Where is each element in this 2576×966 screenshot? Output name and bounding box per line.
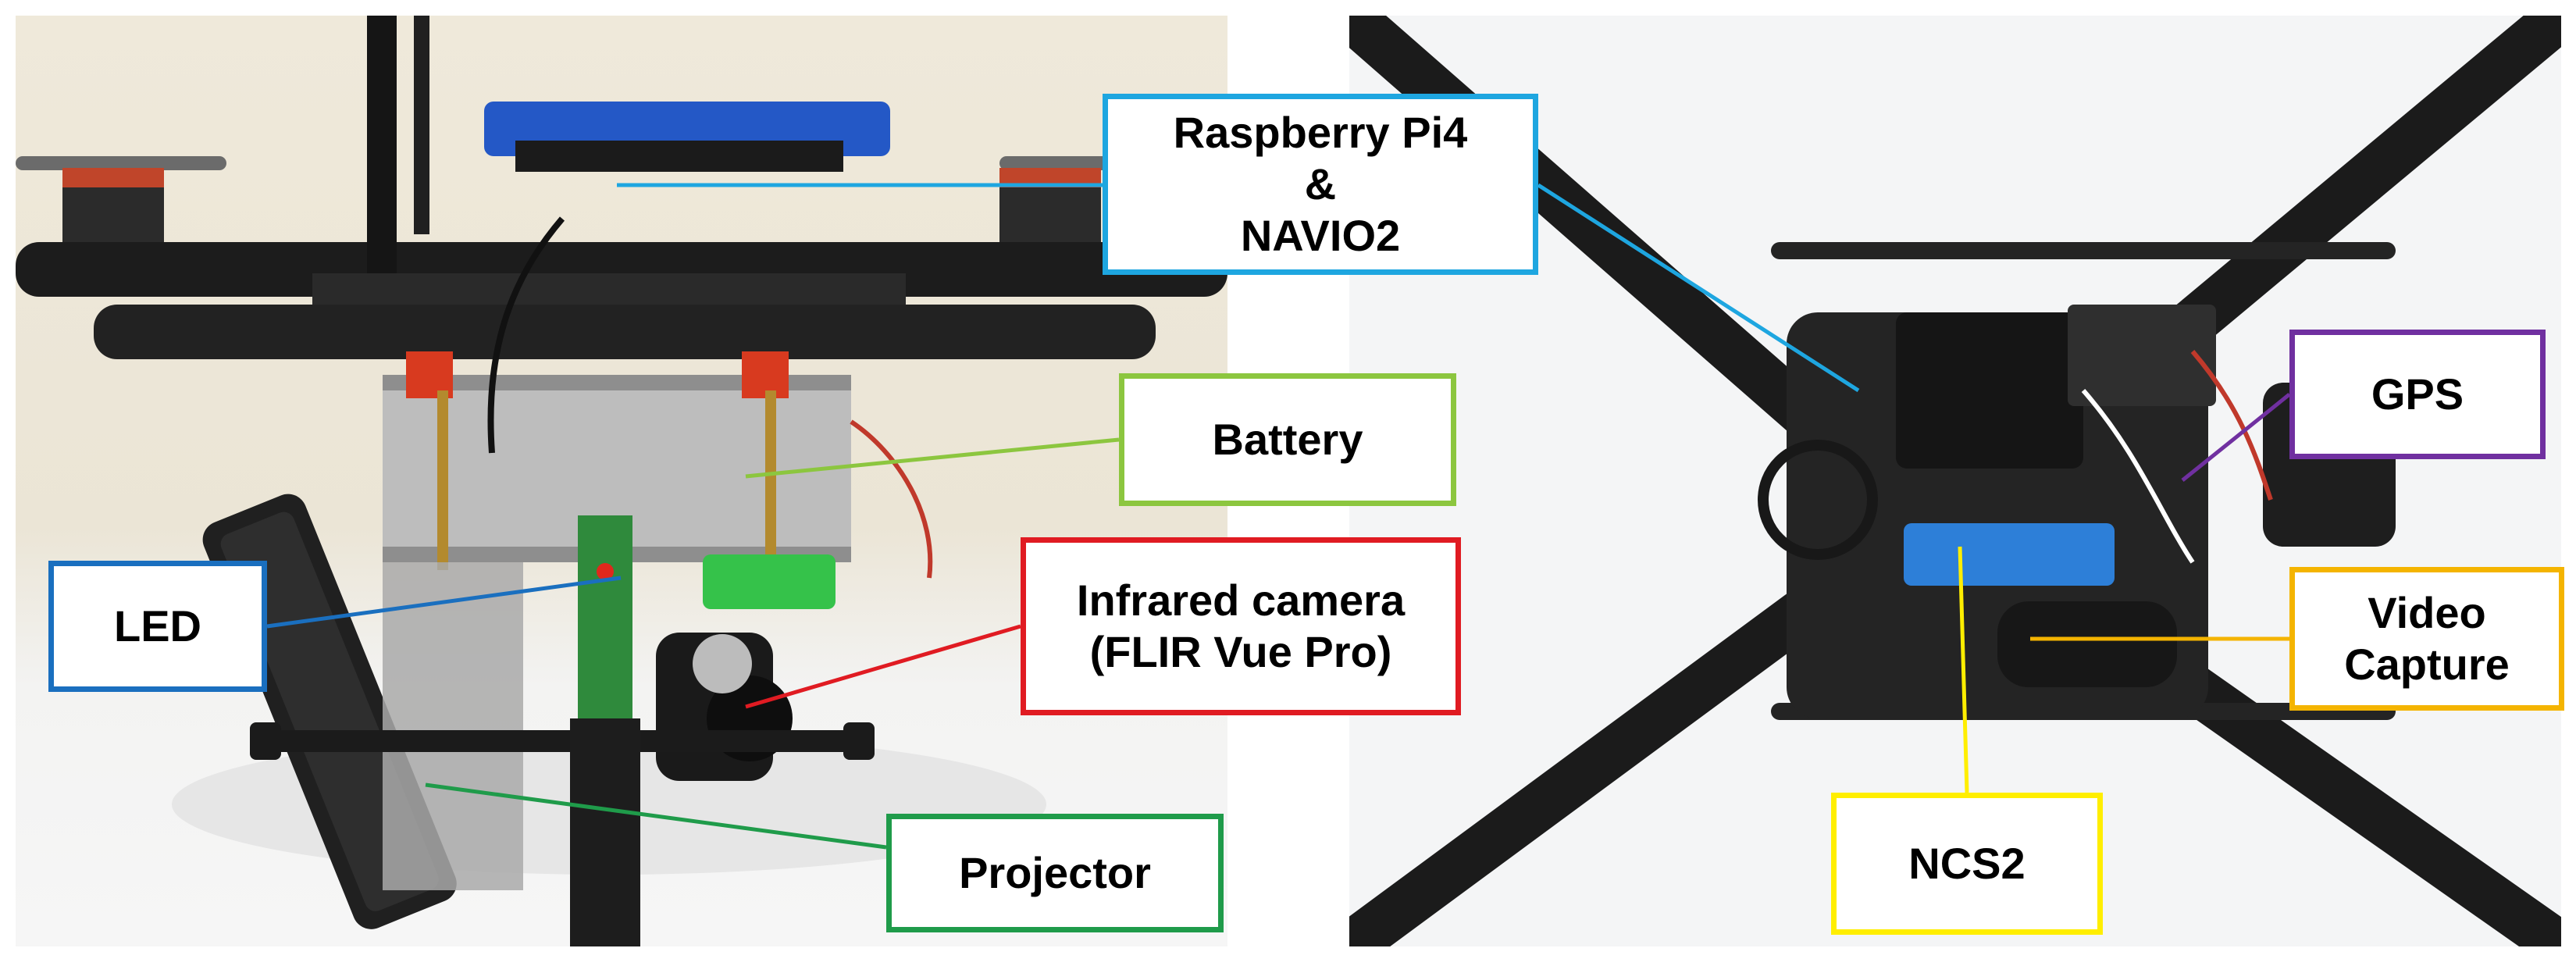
ir-leader	[745, 624, 1021, 709]
battery-label: Battery	[1119, 373, 1456, 506]
battery-body	[383, 375, 851, 562]
ncs2-label: NCS2	[1831, 793, 2103, 935]
led-dot	[597, 563, 614, 580]
navio-board	[1896, 312, 2083, 469]
top-view-photo	[1349, 16, 2561, 946]
infrared-camera-label: Infrared camera(FLIR Vue Pro)	[1021, 537, 1461, 715]
landing-gear-bar	[250, 730, 875, 752]
arm-top-left	[1349, 16, 1873, 477]
ncs2-stick	[1904, 523, 2115, 586]
propeller-left	[16, 156, 226, 170]
video-capture-device	[1997, 601, 2177, 687]
ncs2-leader	[1958, 546, 1969, 793]
led-leader	[266, 576, 622, 629]
projector-label: Projector	[886, 814, 1224, 932]
gps-leader	[2181, 393, 2291, 482]
green-mount	[703, 554, 836, 609]
landing-gear-leg	[570, 718, 640, 946]
gps-label: GPS	[2289, 330, 2546, 459]
mast	[367, 16, 397, 297]
raspberry-pi-navio-label: Raspberry Pi4&NAVIO2	[1103, 94, 1538, 275]
battery-leader	[745, 437, 1120, 479]
arm-bottom-left	[1349, 554, 1873, 946]
pi-leader-right	[1537, 183, 1860, 393]
top-view-drone-illustration	[1349, 16, 2561, 946]
led-label: LED	[48, 561, 267, 692]
projector-leader	[425, 782, 887, 850]
